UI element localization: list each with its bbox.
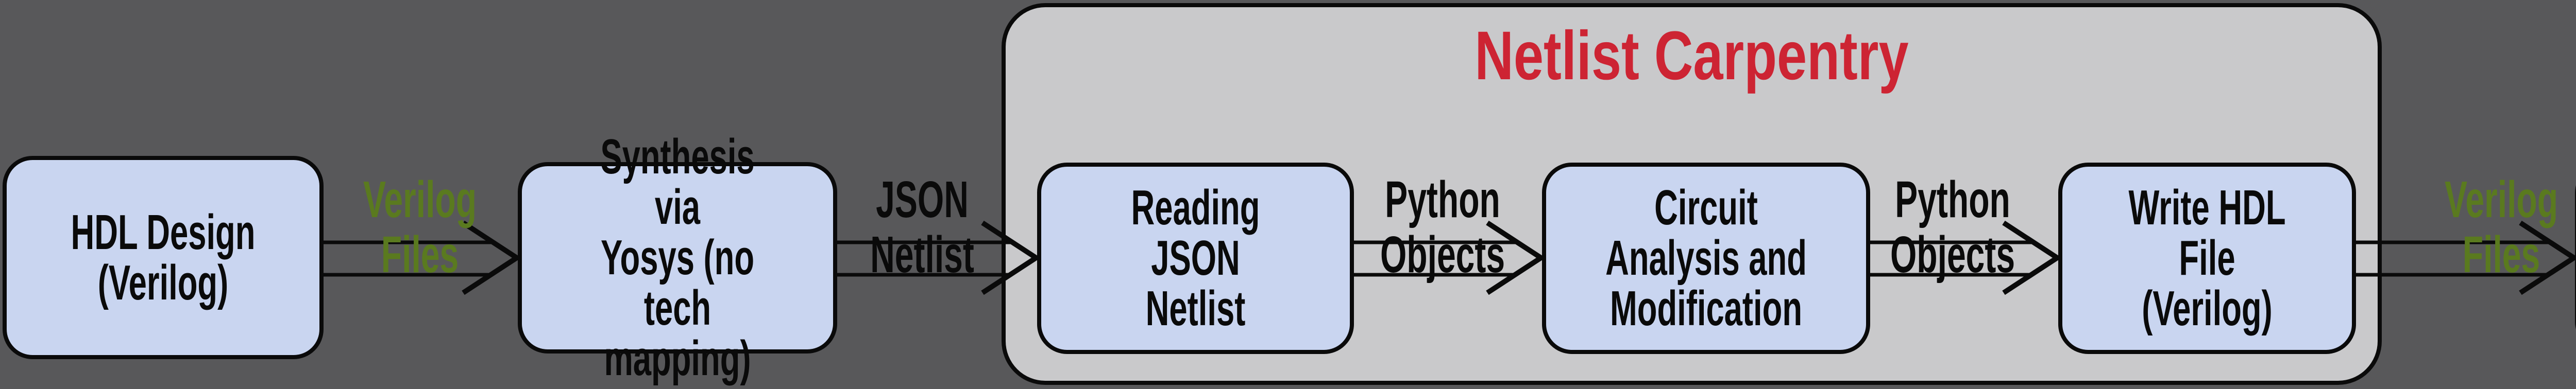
node-label: HDL Design (Verilog) [71,204,256,310]
node-label: Write HDL File (Verilog) [2128,180,2286,336]
container-title: Netlist Carpentry [1475,17,1909,94]
edge-label-text: Verilog Files [2444,171,2558,284]
node-synthesis-yosys: Synthesis via Yosys (no tech mapping) [518,132,837,384]
node-label: Synthesis via Yosys (no tech mapping) [600,129,755,386]
edge-label-verilog-files-out: Verilog Files [2347,117,2576,338]
node-label: Reading JSON Netlist [1131,180,1260,336]
edge-label-text: Python Objects [1380,171,1505,284]
node-write-hdl-file: Write HDL File (Verilog) [2058,163,2356,354]
node-reading-json-netlist: Reading JSON Netlist [1037,163,1354,354]
node-circuit-analysis: Circuit Analysis and Modification [1542,163,1870,354]
edge-label-text: JSON Netlist [870,171,974,284]
edge-label-text: Python Objects [1890,171,2015,284]
edge-label-text: Verilog Files [363,171,477,284]
node-hdl-design: HDL Design (Verilog) [3,156,324,359]
node-label: Circuit Analysis and Modification [1605,180,1807,336]
